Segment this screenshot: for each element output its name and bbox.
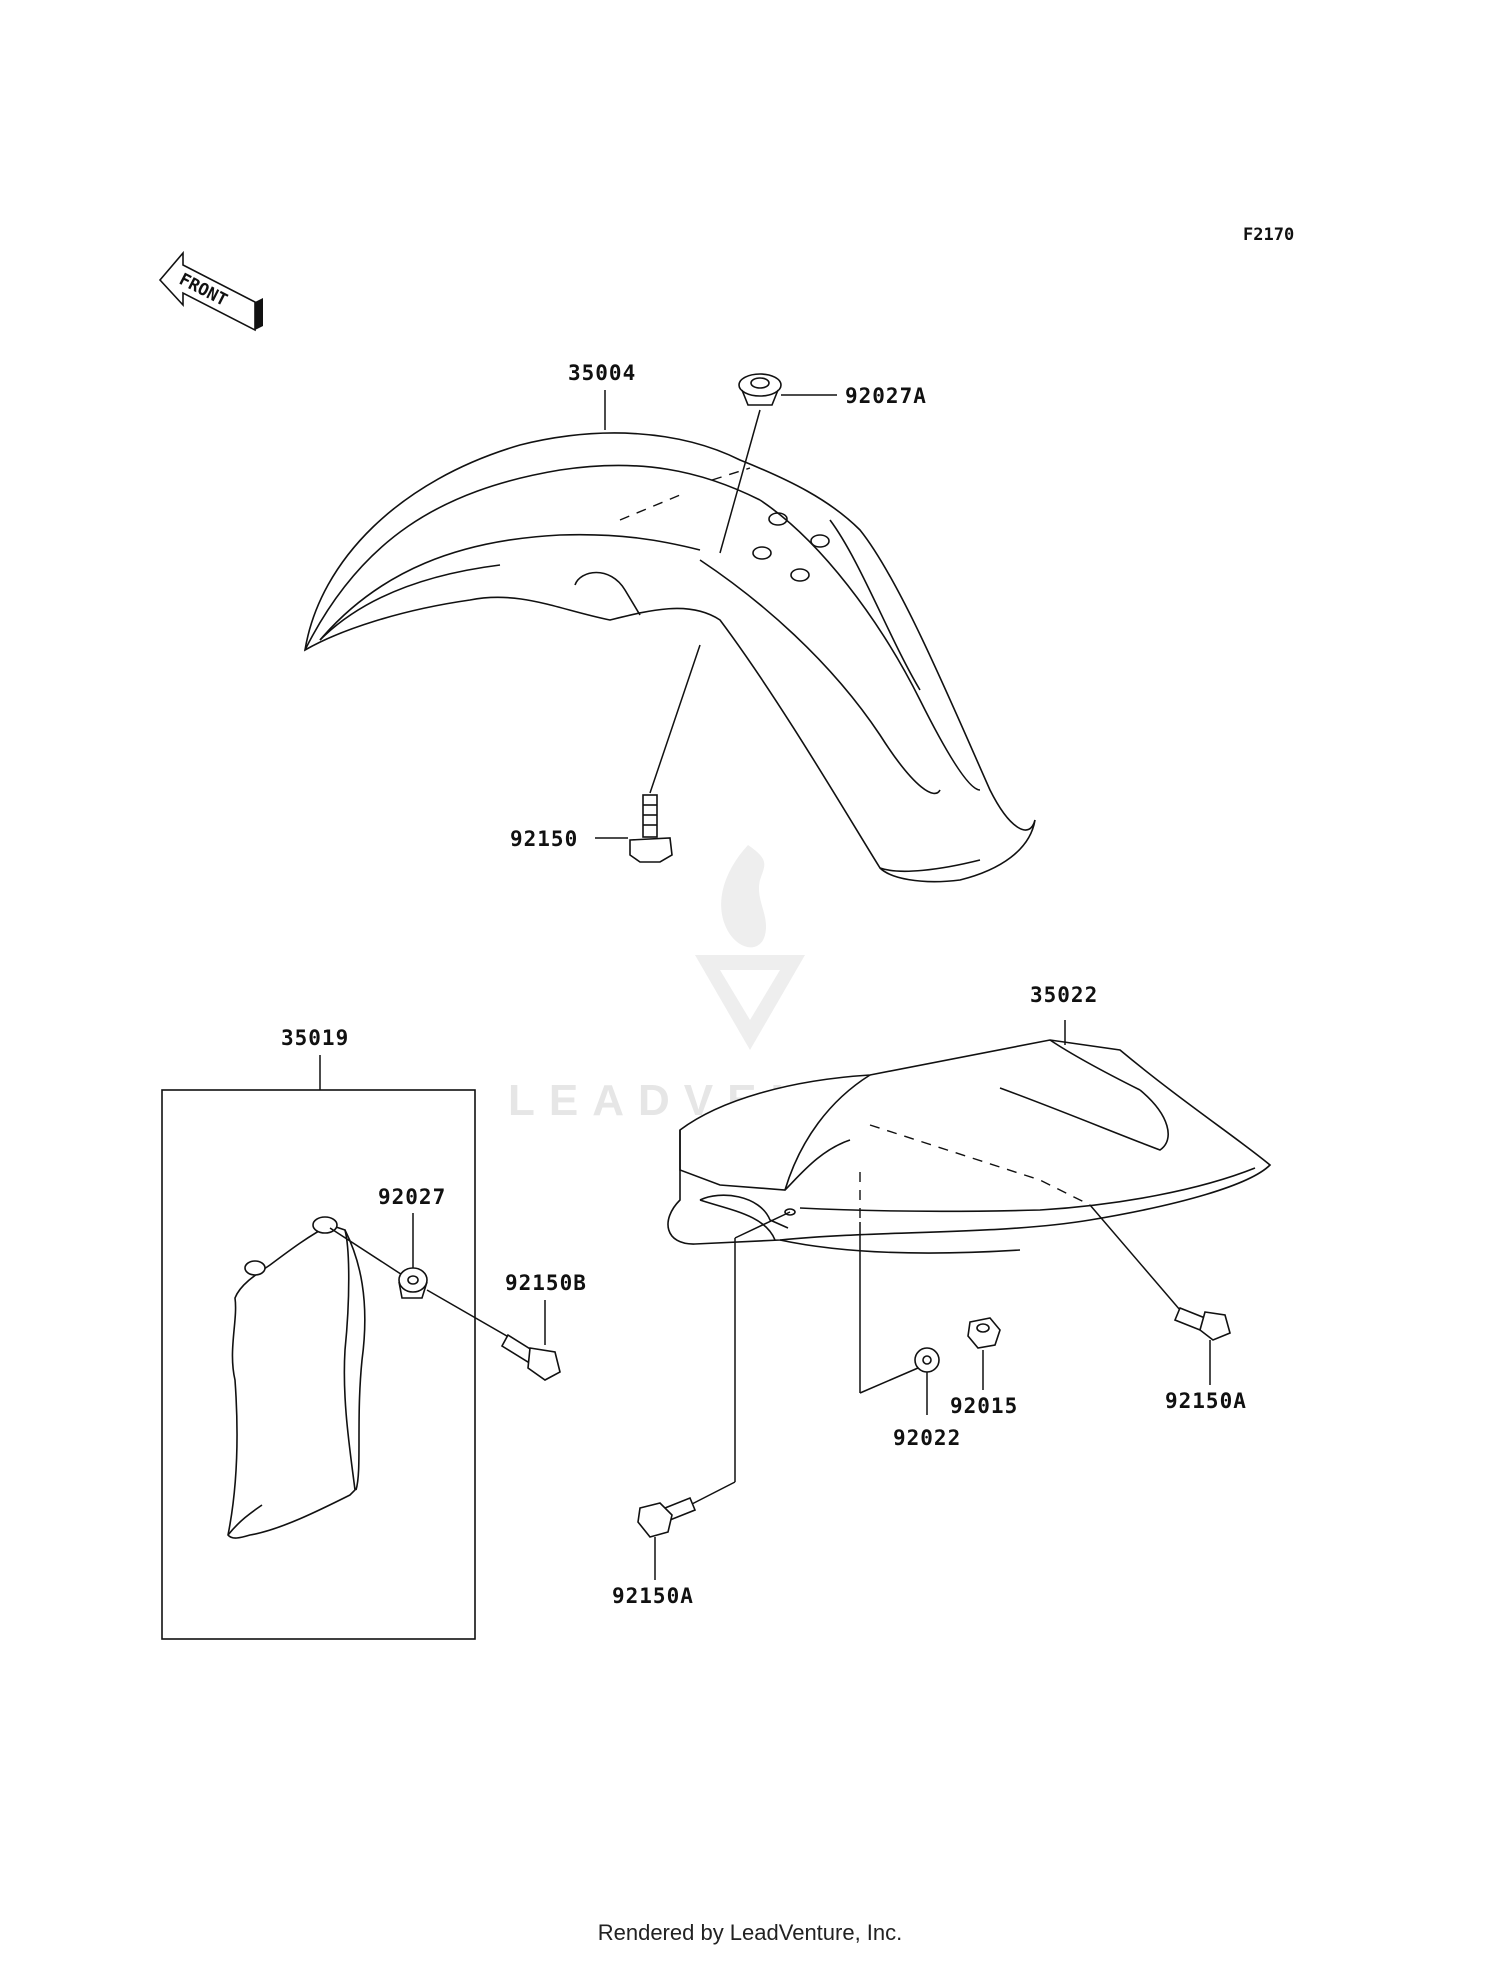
diagram-code: F2170 xyxy=(1243,225,1294,245)
part-label-92150B: 92150B xyxy=(505,1271,587,1295)
bolt-92150A-bottom xyxy=(637,1211,791,1580)
part-label-92027: 92027 xyxy=(378,1185,446,1209)
bolt-92150B xyxy=(500,1300,561,1381)
part-label-92027A: 92027A xyxy=(845,384,927,408)
part-label-92150A-right: 92150A xyxy=(1165,1389,1247,1413)
nut-92015 xyxy=(967,1317,1001,1390)
front-arrow-icon: FRONT xyxy=(158,250,263,332)
bolt-92150A-right xyxy=(1089,1204,1231,1385)
part-label-35019: 35019 xyxy=(281,1026,349,1050)
kit-box-35019 xyxy=(161,1055,476,1640)
part-label-35022: 35022 xyxy=(1030,983,1098,1007)
part-label-92022: 92022 xyxy=(893,1426,961,1450)
washer-92022 xyxy=(859,1222,940,1415)
part-label-92150A-bottom: 92150A xyxy=(612,1584,694,1608)
part-label-92015: 92015 xyxy=(950,1394,1018,1418)
part-label-92150: 92150 xyxy=(510,827,578,851)
part-label-35004: 35004 xyxy=(568,361,636,385)
grommet-92027A xyxy=(719,373,837,554)
footer-credit: Rendered by LeadVenture, Inc. xyxy=(597,1920,903,1945)
rear-fender-35022 xyxy=(667,1020,1272,1254)
bolt-92150 xyxy=(595,644,701,863)
front-fender-35004 xyxy=(303,390,1036,883)
